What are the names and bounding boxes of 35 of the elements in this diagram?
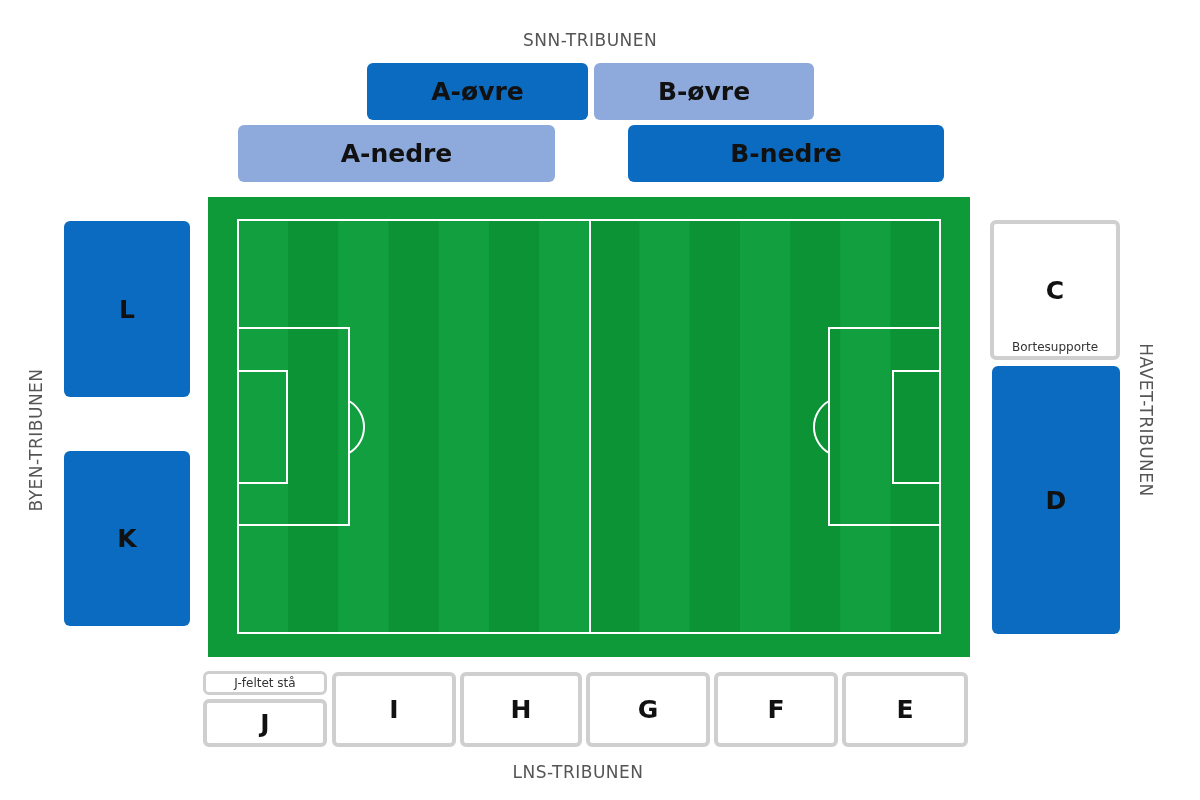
section-label: L [119, 294, 135, 324]
seating-section [594, 63, 814, 120]
section-label: H [510, 695, 532, 724]
seating-section [332, 672, 456, 747]
stand-name: HAVET-TRIBUNEN [1135, 343, 1156, 497]
seating-section [367, 63, 588, 120]
seating-section [460, 672, 582, 747]
section-label: B-øvre [657, 77, 751, 106]
section-label: D [1045, 485, 1067, 515]
seating-section [64, 221, 190, 397]
section-label: K [117, 524, 137, 553]
seating-section [990, 220, 1120, 360]
section-label: J [260, 708, 270, 738]
seating-section [992, 366, 1120, 634]
section-label: F [767, 695, 785, 724]
section-label: A-nedre [340, 139, 453, 168]
seating-section [586, 672, 710, 747]
stand-name: SNN-TRIBUNEN [523, 30, 658, 50]
stand-name: BYEN-TRIBUNEN [25, 368, 46, 512]
seating-section [203, 699, 327, 747]
seating-section [203, 671, 327, 695]
section-label: B-nedre [730, 139, 842, 168]
section-label: C [1045, 275, 1065, 305]
section-note: Bortesupporte [1011, 340, 1099, 354]
seating-section [628, 125, 944, 182]
seating-section [64, 451, 190, 626]
seating-section [842, 672, 968, 747]
section-label: I [389, 695, 399, 724]
section-label: G [637, 695, 659, 724]
section-label: E [896, 695, 914, 724]
seating-section [714, 672, 838, 747]
section-label: A-øvre [431, 77, 524, 106]
stand-name: LNS-TRIBUNEN [512, 762, 644, 782]
section-note: J-feltet stå [234, 676, 296, 690]
seating-section [238, 125, 555, 182]
